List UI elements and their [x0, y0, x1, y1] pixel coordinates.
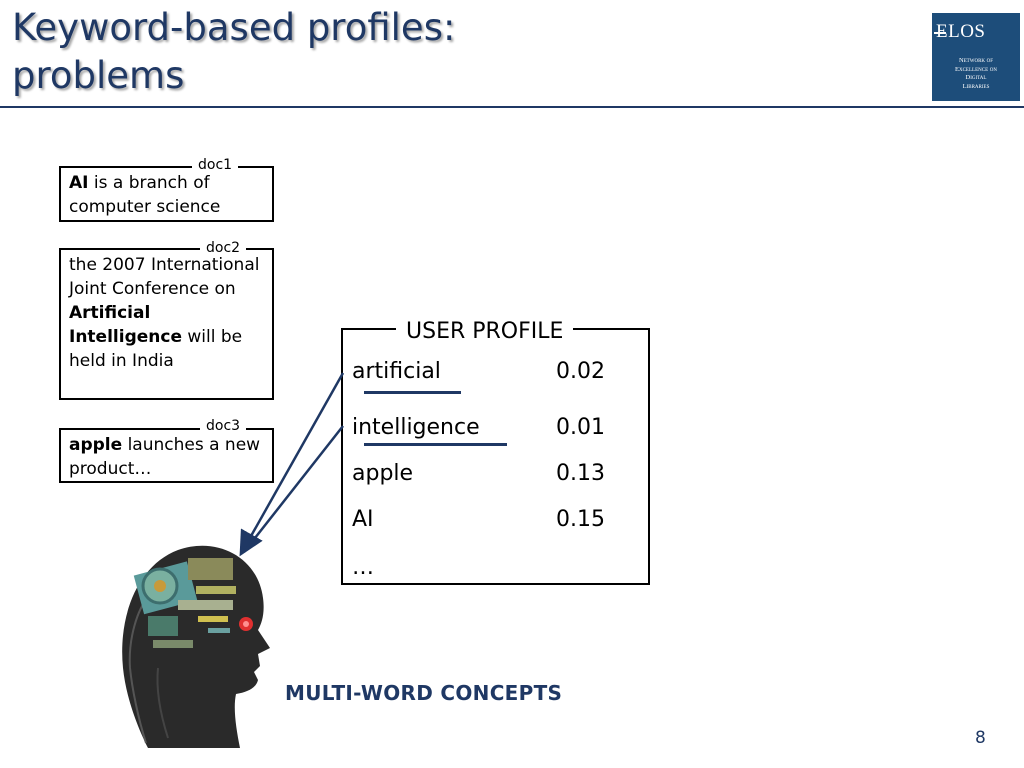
doc3-text: launches a new product…: [69, 435, 261, 479]
doc1-keyword: AI: [69, 173, 89, 193]
profile-weight: 0.01: [556, 415, 605, 440]
profile-term: artificial: [352, 359, 441, 384]
callout-text: MULTI-WORD CONCEPTS: [285, 681, 563, 705]
profile-term: apple: [352, 461, 414, 486]
logo-sub-line: Network of: [958, 57, 994, 64]
doc2-keyword: Artificial Intelligence: [69, 303, 182, 347]
doc3-keyword: apple: [69, 435, 123, 455]
arrow-artificial: [239, 372, 345, 557]
doc3-box: apple launches a new product…: [59, 428, 274, 483]
slide-title-line2: problems: [12, 54, 185, 97]
doc3-label: doc3: [200, 418, 247, 434]
profile-term: AI: [352, 507, 374, 532]
page-number: 8: [975, 728, 986, 748]
term-underline: [364, 391, 461, 394]
logo-sub-line: Digital: [965, 74, 987, 81]
logo-sub-line: Libraries: [962, 82, 990, 90]
user-profile-title: USER PROFILE: [396, 318, 574, 346]
doc2-box: the 2007 International Joint Conference …: [59, 248, 274, 400]
title-divider: [0, 106, 1024, 108]
user-profile-box: [341, 328, 650, 585]
profile-weight: 0.02: [556, 359, 605, 384]
doc1-label: doc1: [192, 157, 239, 173]
doc1-text: is a branch of computer science: [69, 173, 221, 217]
doc1-box: AI is a branch of computer science: [59, 166, 274, 222]
profile-term: intelligence: [352, 415, 480, 440]
profile-weight: 0.15: [556, 507, 605, 532]
robot-head-illustration: [122, 545, 270, 748]
slide-title: Keyword-based profiles: problems: [12, 4, 455, 100]
profile-weight: 0.13: [556, 461, 605, 486]
doc2-text-pre: the 2007 International Joint Conference …: [69, 255, 260, 299]
doc2-label: doc2: [200, 240, 247, 256]
delos-logo: ELOS Network of Excellence on Digital Li…: [932, 13, 1020, 101]
logo-name: ELOS: [934, 21, 986, 42]
logo-subtitle: Network of Excellence on Digital Librari…: [932, 57, 1020, 91]
doc2-text: will be held in India: [69, 327, 243, 371]
slide-title-line1: Keyword-based profiles:: [12, 6, 456, 49]
profile-term: …: [352, 555, 374, 580]
arrow-intelligence: [243, 425, 344, 553]
term-underline: [364, 443, 507, 446]
logo-sub-line: Excellence on: [955, 65, 997, 73]
